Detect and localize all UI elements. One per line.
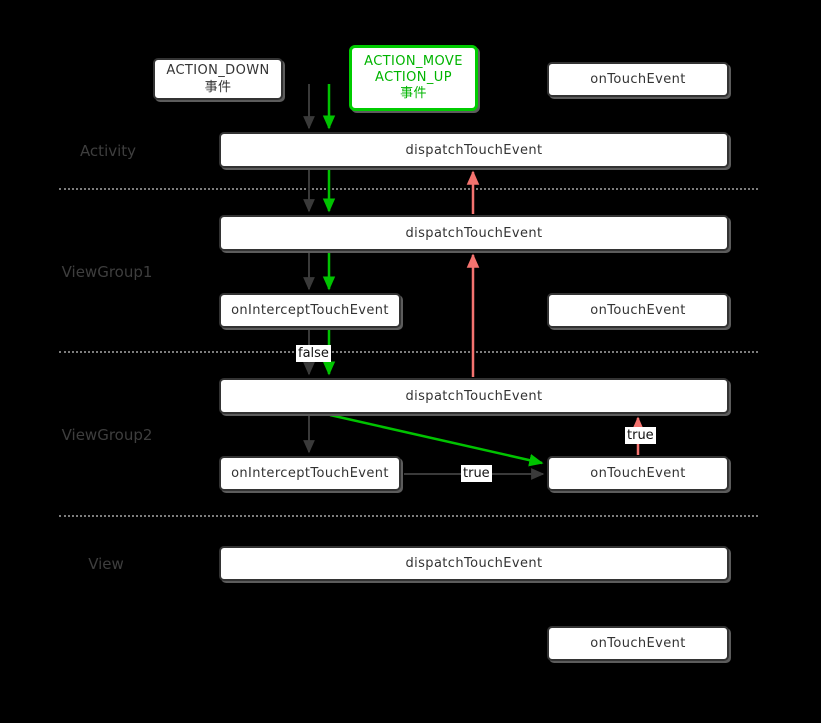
edge-label-false-vg1-intercept: false <box>296 345 331 362</box>
node-dispatchtouchevent-view-label: dispatchTouchEvent <box>405 556 543 571</box>
node-dispatchtouchevent-viewgroup2: dispatchTouchEvent <box>219 378 729 414</box>
node-onintercepttouchevent-viewgroup2-label: onInterceptTouchEvent <box>231 466 389 481</box>
row-separator-activity-viewgroup1 <box>59 188 758 190</box>
node-onintercepttouchevent-viewgroup2: onInterceptTouchEvent <box>219 456 401 491</box>
node-ontouchevent-top: onTouchEvent <box>547 62 729 97</box>
node-dispatchtouchevent-viewgroup1-label: dispatchTouchEvent <box>405 225 543 241</box>
node-dispatchtouchevent-activity-label: dispatchTouchEvent <box>405 142 543 158</box>
row-separator-viewgroup2-view <box>59 515 758 517</box>
node-ontouchevent-top-label: onTouchEvent <box>590 72 686 87</box>
node-dispatchtouchevent-activity: dispatchTouchEvent <box>219 132 729 168</box>
node-action-move-line1: ACTION_MOVE <box>364 54 463 69</box>
node-action-down-event: ACTION_DOWN 事件 <box>153 58 283 100</box>
node-ontouchevent-bottom: onTouchEvent <box>547 626 729 661</box>
node-onintercepttouchevent-viewgroup1-label: onInterceptTouchEvent <box>231 303 389 318</box>
node-ontouchevent-viewgroup1: onTouchEvent <box>547 293 729 328</box>
node-action-move-line3: 事件 <box>400 86 427 101</box>
node-ontouchevent-bottom-label: onTouchEvent <box>590 636 686 651</box>
node-action-down-line1: ACTION_DOWN <box>166 63 270 78</box>
node-action-move-up-event: ACTION_MOVE ACTION_UP 事件 <box>349 45 478 111</box>
row-label-viewgroup1: ViewGroup1 <box>61 263 153 281</box>
row-label-activity: Activity <box>79 142 137 160</box>
node-ontouchevent-viewgroup1-label: onTouchEvent <box>590 303 686 318</box>
node-dispatchtouchevent-viewgroup2-label: dispatchTouchEvent <box>405 388 543 404</box>
node-ontouchevent-viewgroup2: onTouchEvent <box>547 456 729 491</box>
node-dispatchtouchevent-view: dispatchTouchEvent <box>219 546 729 581</box>
node-action-move-line2: ACTION_UP <box>375 70 452 85</box>
row-label-viewgroup2: ViewGroup2 <box>61 426 153 444</box>
row-label-view: View <box>88 555 124 573</box>
edge-label-true-vg2-ontouch: true <box>625 427 656 444</box>
node-dispatchtouchevent-viewgroup1: dispatchTouchEvent <box>219 215 729 251</box>
edge-label-true-vg2-intercept: true <box>461 465 492 482</box>
node-ontouchevent-viewgroup2-label: onTouchEvent <box>590 466 686 481</box>
node-action-down-line2: 事件 <box>204 80 232 95</box>
row-separator-viewgroup1-viewgroup2 <box>59 351 758 353</box>
node-onintercepttouchevent-viewgroup1: onInterceptTouchEvent <box>219 293 401 328</box>
